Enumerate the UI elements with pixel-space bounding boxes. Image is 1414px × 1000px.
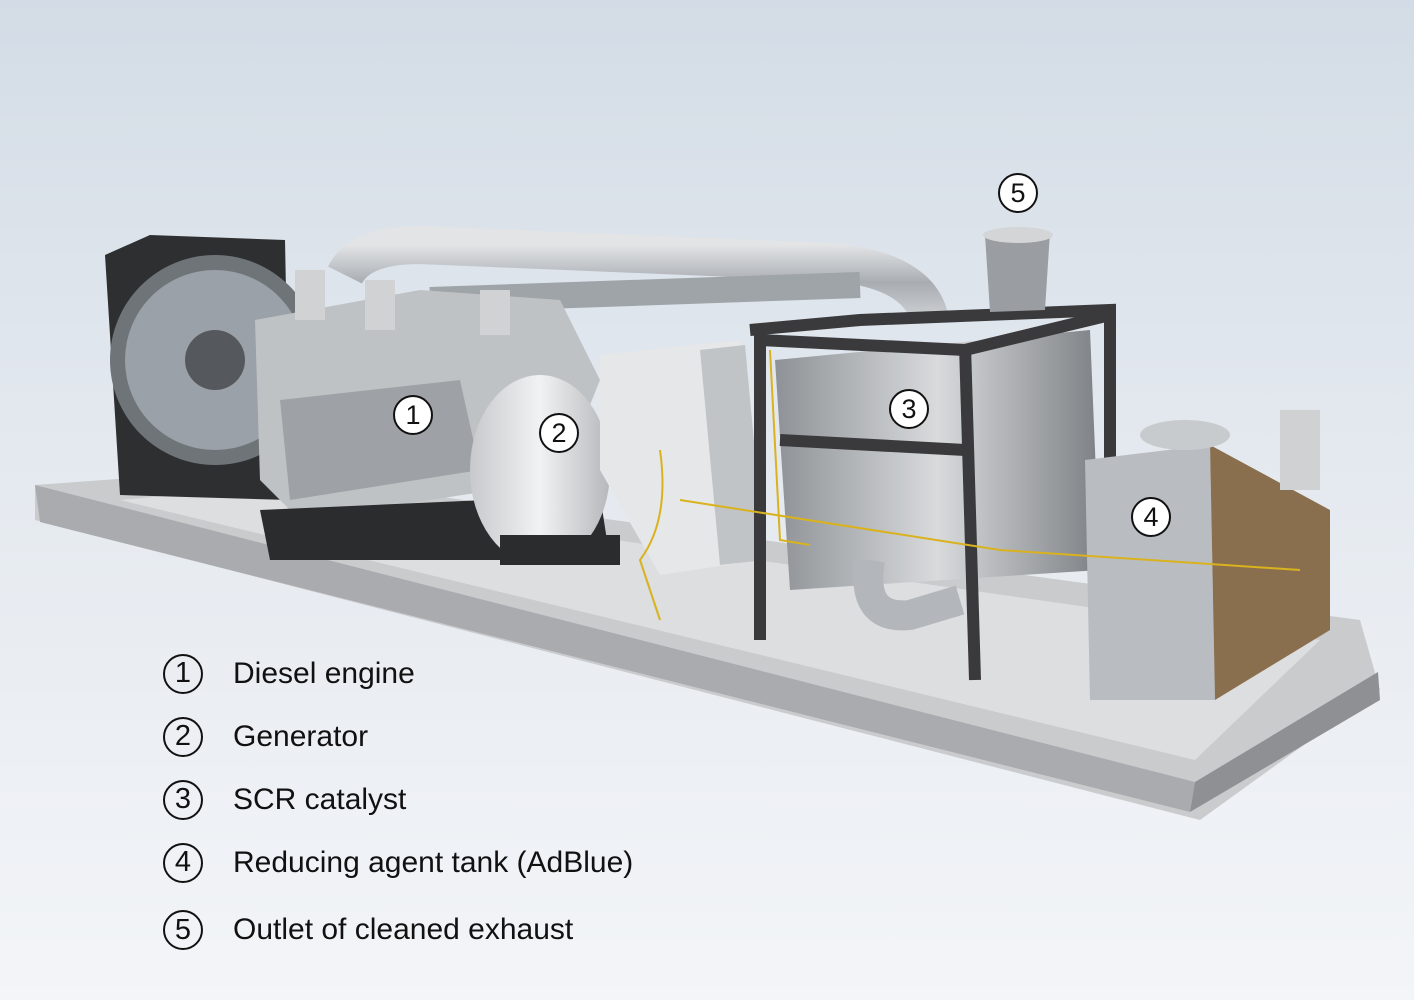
legend-item: 2 Generator: [163, 705, 633, 768]
legend-label: Outlet of cleaned exhaust: [233, 913, 574, 946]
legend-label: Generator: [233, 719, 369, 753]
callout-1: 1: [393, 395, 433, 435]
legend-label: Diesel engine: [233, 656, 415, 690]
legend-item: 4 Reducing agent tank (AdBlue): [163, 831, 633, 894]
legend-label: SCR catalyst: [233, 782, 407, 816]
legend-number: 1: [163, 653, 203, 694]
callout-3: 3: [889, 389, 929, 429]
legend-item: 3 SCR catalyst: [163, 768, 633, 831]
scr-catalyst: [749, 227, 1116, 681]
legend-number: 4: [163, 842, 203, 883]
cables: [638, 349, 1301, 621]
legend: 1 Diesel engine 2 Generator 3 SCR cataly…: [163, 642, 633, 966]
legend-number: 2: [163, 716, 203, 757]
adblue-tank: [1085, 410, 1330, 700]
legend-number: 5: [163, 910, 203, 950]
legend-item: 5 Outlet of cleaned exhaust: [163, 894, 633, 966]
legend-number: 3: [163, 779, 203, 820]
callout-4: 4: [1131, 497, 1171, 537]
legend-item: 1 Diesel engine: [163, 642, 633, 705]
legend-label: Reducing agent tank (AdBlue): [233, 845, 634, 879]
callout-2: 2: [539, 413, 579, 453]
callout-5: 5: [998, 173, 1038, 213]
